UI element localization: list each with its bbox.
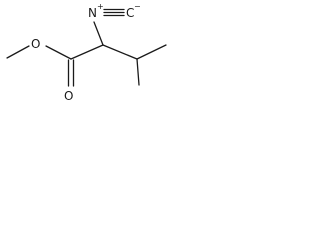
isocyanide-carbon-label: C: [126, 6, 134, 20]
bond-isopropyl-methyl-b: [136, 58, 140, 86]
bond-alpha-carbon-isopropyl: [102, 44, 138, 60]
isocyanide-nitrogen-label: N: [88, 6, 97, 20]
bond-alpha-carbon-nitrogen: [93, 21, 104, 46]
bond-isopropyl-methyl-a: [136, 44, 167, 60]
molecule-structure: O O N + C −: [6, 2, 167, 103]
isocyanide-carbon-charge: −: [134, 2, 141, 11]
carbonyl-oxygen-label: O: [64, 89, 73, 103]
bond-methyl-ester-oxygen: [6, 45, 30, 59]
ester-oxygen-label: O: [31, 37, 40, 51]
isocyanide-nitrogen-charge: +: [97, 2, 104, 11]
bond-ester-oxygen-carbonyl-carbon: [45, 45, 72, 60]
bond-carbonyl-alpha-carbon: [70, 44, 104, 60]
